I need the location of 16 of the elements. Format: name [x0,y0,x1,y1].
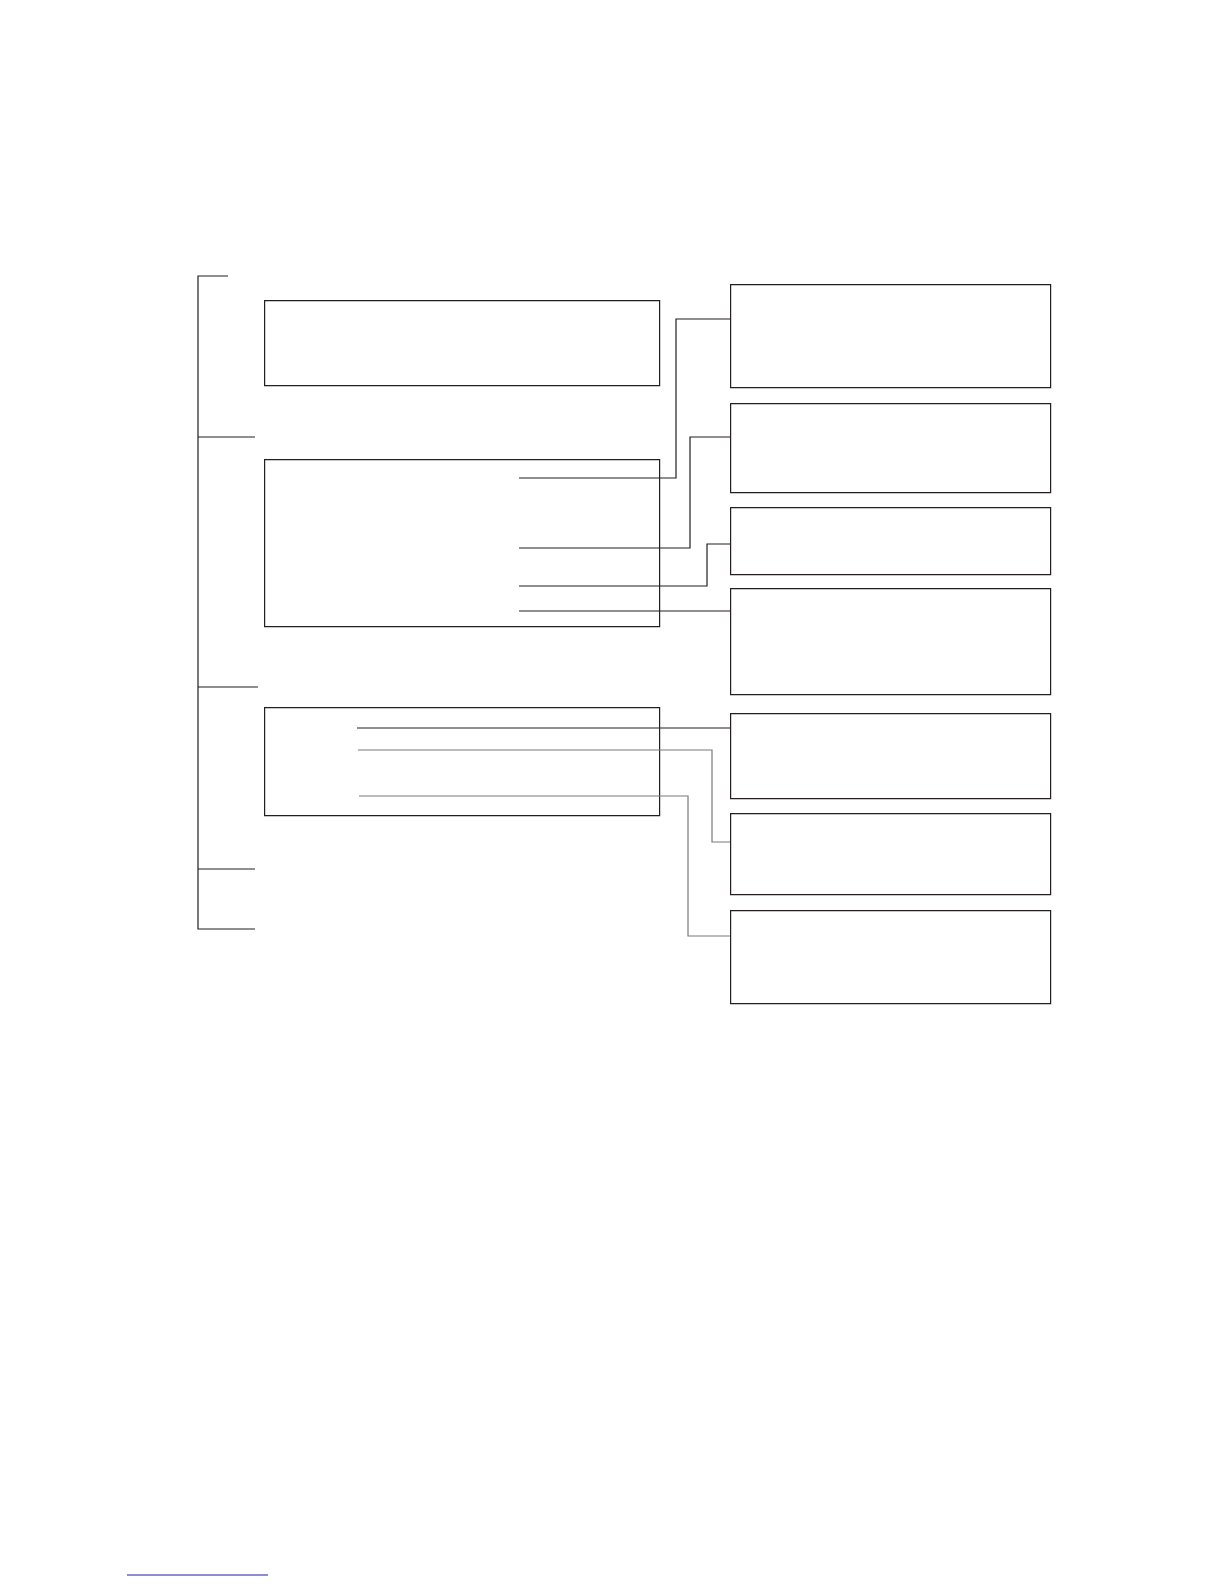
empty-box [730,403,1052,494]
connector-line [518,543,731,587]
empty-box [730,284,1052,389]
empty-box [730,588,1052,696]
connector-line [518,436,731,549]
empty-box [730,910,1052,1005]
empty-box [730,713,1052,800]
empty-box [730,507,1052,576]
connector-line [356,727,731,729]
empty-box [264,707,661,817]
empty-box [730,813,1052,896]
connector-line [357,749,731,843]
connector-line [358,795,731,937]
connector-line [518,610,731,612]
empty-box [264,459,661,628]
empty-box [264,300,661,387]
